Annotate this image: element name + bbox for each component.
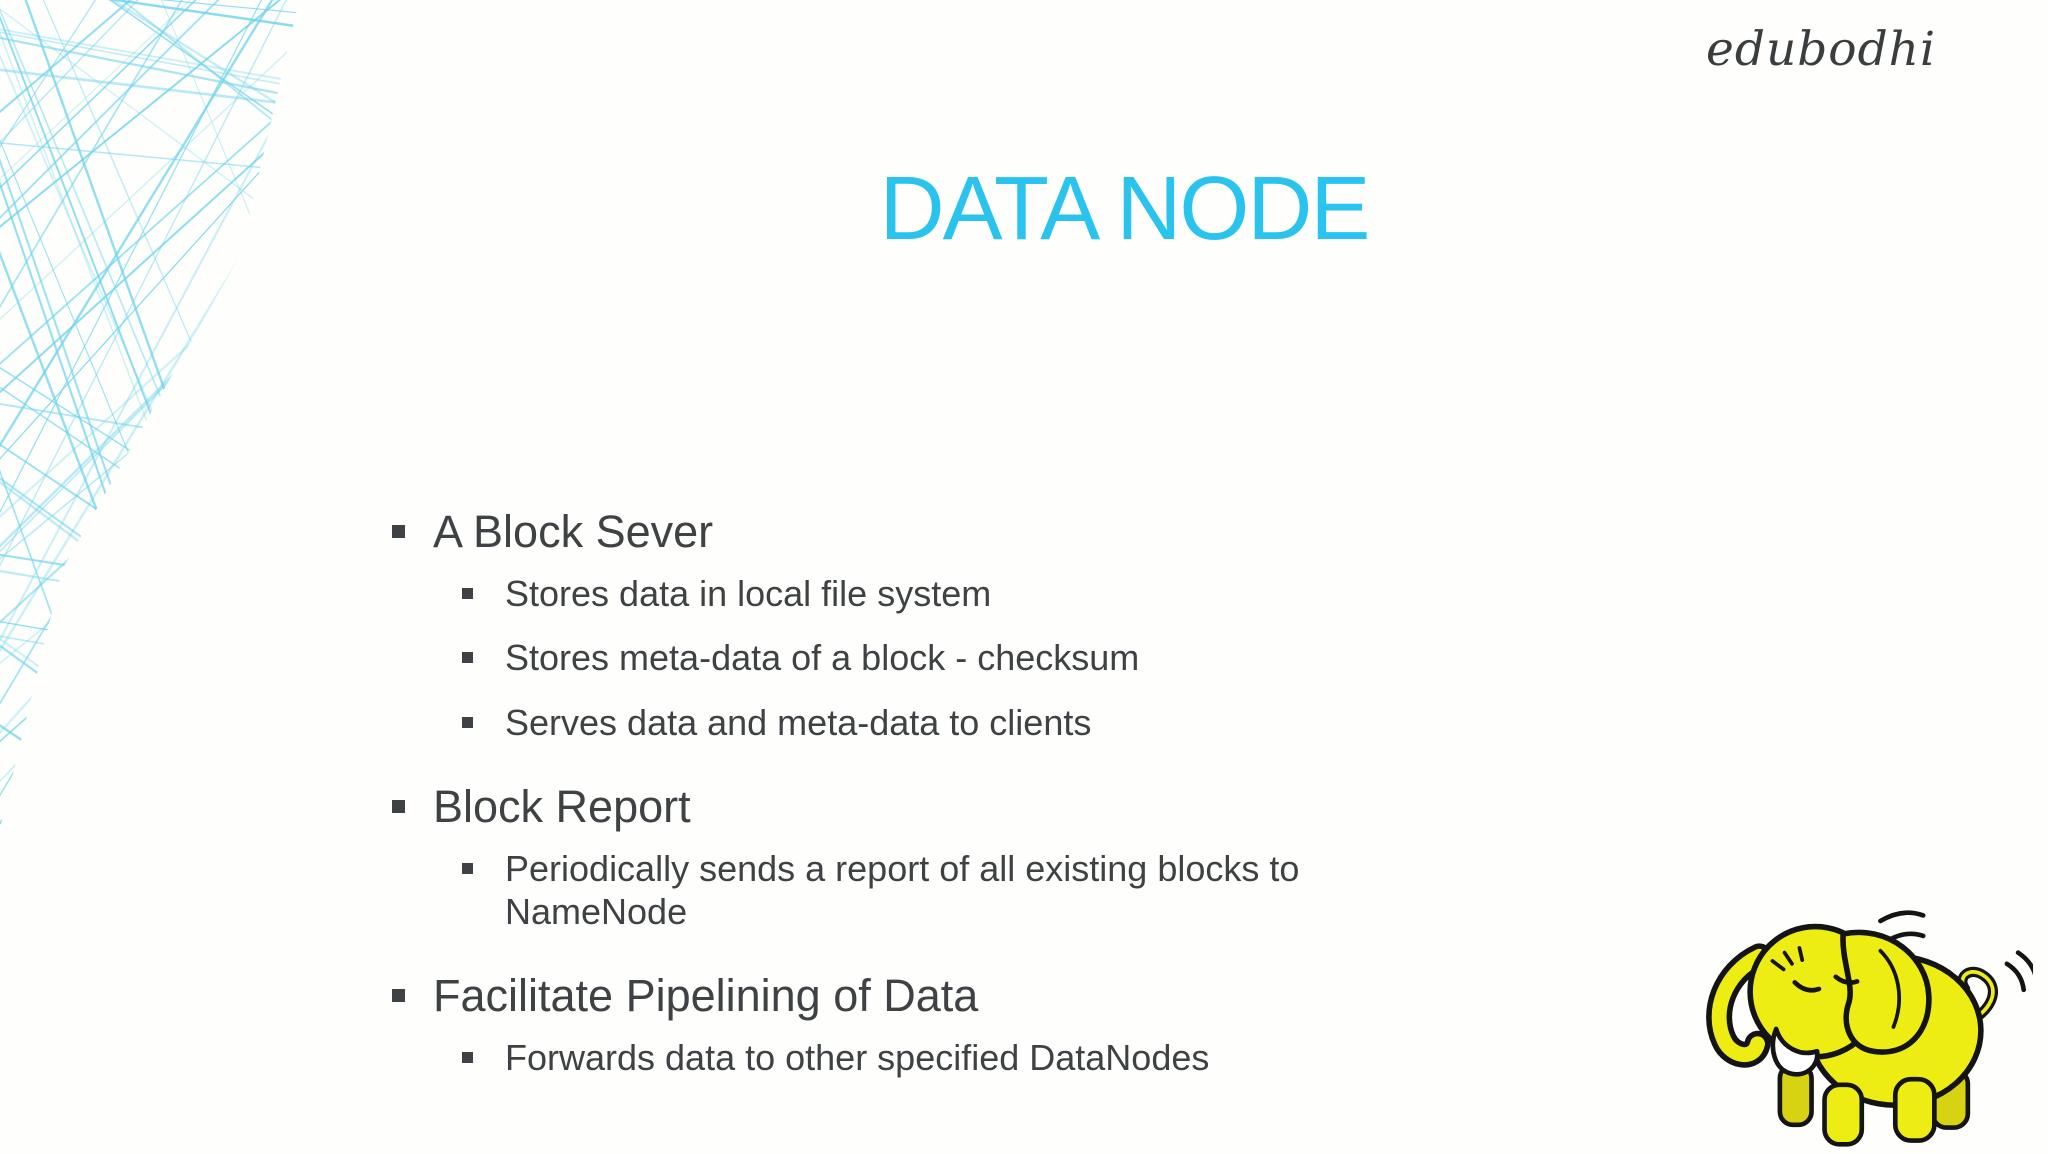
bullet-item: Facilitate Pipelining of Data <box>392 969 1592 1023</box>
motion-line-icon <box>2015 950 2033 976</box>
bullet-label: Block Report <box>433 781 691 833</box>
sub-bullet-item: Periodically sends a report of all exist… <box>462 848 1592 933</box>
bullet-square-icon <box>392 525 405 538</box>
bullet-list: A Block Sever Stores data in local file … <box>392 505 1592 1102</box>
sub-bullet-label: Serves data and meta-data to clients <box>505 701 1092 743</box>
sub-bullet-label: Periodically sends a report of all exist… <box>505 848 1300 932</box>
sub-bullet-item: Stores meta-data of a block - checksum <box>462 637 1592 679</box>
sub-bullet-item: Stores data in local file system <box>462 573 1592 615</box>
elephant-eye <box>1792 980 1822 993</box>
bullet-square-icon <box>462 652 473 664</box>
slide-title: DATA NODE <box>879 159 1371 259</box>
sub-bullet-item: Serves data and meta-data to clients <box>462 702 1592 744</box>
wireframe-mesh-decoration <box>0 0 302 828</box>
bullet-square-icon <box>392 800 405 814</box>
bullet-square-icon <box>462 863 473 875</box>
bullet-label: Facilitate Pipelining of Data <box>433 970 979 1022</box>
bullet-square-icon <box>392 989 405 1003</box>
bullet-label: A Block Sever <box>433 506 714 557</box>
hadoop-elephant-logo <box>1706 910 2033 1147</box>
sub-bullet-item: Forwards data to other specified DataNod… <box>462 1037 1592 1079</box>
brand-logo-text: edubodhi <box>1706 22 1936 77</box>
bullet-square-icon <box>462 588 473 599</box>
motion-line-icon <box>2004 961 2027 993</box>
bullet-square-icon <box>462 1052 473 1064</box>
elephant-ear <box>1840 929 1932 1055</box>
motion-line-icon <box>1878 910 1926 924</box>
bullet-item: Block Report <box>392 780 1592 834</box>
bullet-item: A Block Sever <box>392 505 1592 559</box>
elephant-mouth <box>1770 1026 1820 1077</box>
elephant-eye <box>1833 974 1860 985</box>
sub-bullet-label: Forwards data to other specified DataNod… <box>505 1037 1210 1079</box>
sub-bullet-label: Stores meta-data of a block - checksum <box>505 637 1140 679</box>
bullet-square-icon <box>462 716 473 728</box>
sub-bullet-label: Stores data in local file system <box>505 573 992 614</box>
